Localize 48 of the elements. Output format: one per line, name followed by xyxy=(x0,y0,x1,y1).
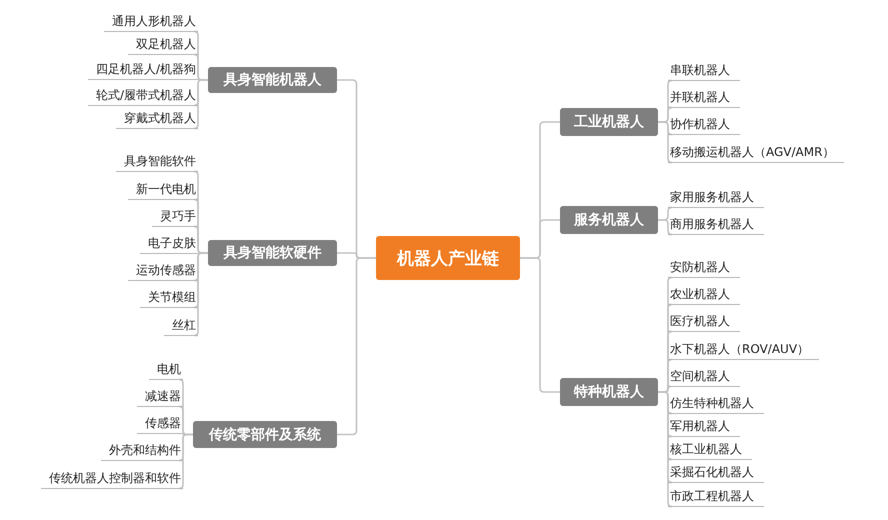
subtopic-label: 运动传感器 xyxy=(128,261,198,281)
subtopic-label: 市政工程机器人 xyxy=(668,487,764,507)
connector-line xyxy=(520,257,560,393)
subtopic-label: 商用服务机器人 xyxy=(668,215,764,235)
subtopic-label: 外壳和结构件 xyxy=(101,441,183,461)
subtopic-label: 电机 xyxy=(149,360,183,380)
branch-topic-box: 特种机器人 xyxy=(560,378,658,406)
subtopic-label: 减速器 xyxy=(137,387,183,407)
subtopic-label: 空间机器人 xyxy=(668,367,740,387)
subtopic-label: 医疗机器人 xyxy=(668,312,740,332)
subtopic-label: 家用服务机器人 xyxy=(668,188,764,208)
branch-topic-box: 服务机器人 xyxy=(560,206,658,234)
connector-line xyxy=(658,391,673,508)
subtopic-label: 新一代电机 xyxy=(128,180,198,200)
connector-line xyxy=(658,219,673,236)
central-topic-box: 机器人产业链 xyxy=(376,236,520,280)
subtopic-label: 双足机器人 xyxy=(128,35,198,55)
subtopic-label: 采掘石化机器人 xyxy=(668,463,764,483)
subtopic-label: 四足机器人/机器狗 xyxy=(88,60,198,80)
subtopic-label: 安防机器人 xyxy=(668,258,740,278)
subtopic-label: 轮式/履带式机器人 xyxy=(88,86,198,106)
subtopic-label: 灵巧手 xyxy=(152,207,198,227)
subtopic-label: 通用人形机器人 xyxy=(104,12,198,32)
subtopic-label: 农业机器人 xyxy=(668,285,740,305)
subtopic-label: 军用机器人 xyxy=(668,417,740,437)
subtopic-label: 电子皮肤 xyxy=(140,234,198,254)
subtopic-label: 串联机器人 xyxy=(668,61,740,81)
subtopic-label: 水下机器人（ROV/AUV） xyxy=(668,340,820,360)
subtopic-label: 穿戴式机器人 xyxy=(116,109,198,129)
subtopic-label: 并联机器人 xyxy=(668,88,740,108)
connector-line xyxy=(193,252,208,336)
subtopic-label: 移动搬运机器人（AGV/AMR） xyxy=(668,143,844,163)
branch-topic-box: 传统零部件及系统 xyxy=(193,421,337,448)
subtopic-label: 仿生特种机器人 xyxy=(668,394,764,414)
subtopic-label: 具身智能软件 xyxy=(116,152,198,172)
branch-topic-box: 具身智能软硬件 xyxy=(208,240,337,266)
subtopic-label: 丝杠 xyxy=(164,316,198,336)
connector-line xyxy=(178,434,193,490)
branch-topic-box: 具身智能机器人 xyxy=(208,67,337,93)
subtopic-label: 传统机器人控制器和软件 xyxy=(41,469,183,489)
subtopic-label: 传感器 xyxy=(137,414,183,434)
branch-topic-box: 工业机器人 xyxy=(560,108,658,136)
subtopic-label: 关节模组 xyxy=(140,288,198,308)
connector-line xyxy=(193,79,208,130)
connector-line xyxy=(658,121,673,164)
connector-line xyxy=(337,257,376,436)
subtopic-label: 核工业机器人 xyxy=(668,440,752,460)
subtopic-label: 协作机器人 xyxy=(668,115,740,135)
